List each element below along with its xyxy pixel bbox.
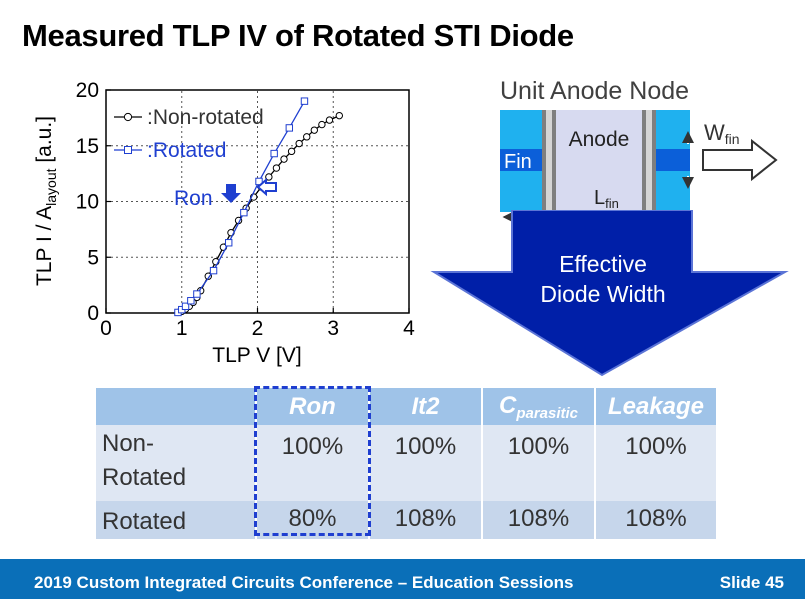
effective-width-arrow bbox=[430, 210, 789, 377]
y-tick-label: 20 bbox=[76, 79, 99, 102]
data-point-rotated bbox=[300, 97, 309, 105]
arrow-text-line2: Diode Width bbox=[540, 281, 666, 307]
chart-ticks: 0 5 10 15 20 0 1 2 3 4 bbox=[76, 79, 416, 340]
data-point-rotated bbox=[225, 239, 233, 247]
data-point-rotated bbox=[187, 297, 195, 305]
data-point-non-rotated bbox=[303, 133, 311, 141]
y-tick-label: 15 bbox=[76, 135, 99, 158]
data-point-rotated bbox=[255, 177, 263, 186]
legend-label-non-rotated: :Non-rotated bbox=[147, 106, 264, 129]
x-axis-label: TLP V [V] bbox=[212, 344, 302, 367]
ron-highlight-box bbox=[254, 386, 371, 536]
slide-title: Measured TLP IV of Rotated STI Diode bbox=[22, 18, 574, 53]
row-label-rotated: Rotated bbox=[96, 501, 257, 539]
cell-ron: 80% bbox=[256, 501, 370, 539]
ron-label: Ron bbox=[174, 187, 213, 210]
chart-legend: :Non-rotated :Rotated bbox=[114, 106, 264, 162]
data-point-rotated bbox=[240, 208, 248, 217]
y-tick-label: 10 bbox=[76, 191, 99, 214]
data-point-non-rotated bbox=[265, 173, 273, 181]
down-arrow-shape bbox=[430, 210, 789, 377]
ron-annotation: Ron bbox=[174, 177, 277, 210]
data-point-rotated bbox=[193, 290, 201, 298]
data-point-non-rotated bbox=[280, 155, 288, 163]
data-point-non-rotated bbox=[335, 111, 344, 120]
chart-series bbox=[174, 97, 344, 317]
header-it2: It2 bbox=[369, 388, 483, 425]
data-point-non-rotated bbox=[204, 272, 212, 280]
header-empty bbox=[96, 388, 257, 425]
data-point-non-rotated bbox=[295, 139, 303, 148]
data-point-non-rotated bbox=[272, 164, 281, 172]
ron-left-arrow-icon bbox=[256, 177, 277, 197]
legend-label-rotated: :Rotated bbox=[147, 139, 226, 162]
fin-diagram: Anode Lfin Fin Wfin bbox=[500, 110, 778, 222]
x-tick-label: 0 bbox=[100, 317, 112, 340]
slide-number: Slide 45 bbox=[719, 573, 784, 592]
y-tick-label: 0 bbox=[87, 302, 99, 325]
legend-marker-rotated bbox=[124, 146, 132, 154]
wfin-label: Wfin bbox=[704, 120, 740, 147]
cell-cparasitic: 100% bbox=[482, 425, 596, 501]
cell-cparasitic: 108% bbox=[482, 501, 596, 539]
diagram-title: Unit Anode Node bbox=[500, 77, 690, 105]
header-cparasitic: Cparasitic bbox=[482, 388, 596, 425]
fin-label: Fin bbox=[504, 151, 532, 173]
right-gate-inner bbox=[646, 110, 652, 212]
table-header-row: Ron It2 Cparasitic Leakage bbox=[96, 388, 718, 425]
cell-it2: 108% bbox=[369, 501, 483, 539]
x-tick-label: 4 bbox=[403, 317, 415, 340]
header-ron: Ron bbox=[256, 388, 370, 425]
data-point-non-rotated bbox=[287, 147, 296, 156]
data-point-rotated bbox=[181, 302, 190, 311]
legend-marker-non-rotated bbox=[123, 112, 133, 122]
row-label-non-rotated: Non-Rotated bbox=[96, 425, 257, 501]
x-tick-label: 3 bbox=[327, 317, 339, 340]
data-point-rotated bbox=[209, 266, 218, 275]
anode-region bbox=[556, 110, 642, 212]
header-leakage: Leakage bbox=[595, 388, 718, 425]
x-tick-label: 2 bbox=[252, 317, 264, 340]
footer-bar: 2019 Custom Integrated Circuits Conferen… bbox=[0, 559, 805, 599]
data-point-non-rotated bbox=[318, 120, 326, 129]
x-tick-label: 1 bbox=[176, 317, 188, 340]
data-point-non-rotated bbox=[325, 116, 334, 124]
table-row: Rotated 80% 108% 108% 108% bbox=[96, 501, 718, 539]
cell-leakage: 108% bbox=[595, 501, 718, 539]
y-axis-label: TLP I / Alayout [a.u.] bbox=[33, 116, 59, 286]
cell-it2: 100% bbox=[369, 425, 483, 501]
left-gate-inner bbox=[546, 110, 552, 212]
right-outline-arrow-icon bbox=[702, 138, 778, 182]
y-tick-label: 5 bbox=[87, 246, 99, 269]
ron-down-arrow-icon bbox=[221, 184, 241, 203]
cell-ron: 100% bbox=[256, 425, 370, 501]
data-point-rotated bbox=[270, 149, 278, 158]
anode-label: Anode bbox=[569, 128, 630, 151]
table-row: Non-Rotated 100% 100% 100% 100% bbox=[96, 425, 718, 501]
data-point-non-rotated bbox=[310, 126, 319, 134]
arrow-text-line1: Effective bbox=[559, 251, 647, 277]
results-table: Ron It2 Cparasitic Leakage Non-Rotated 1… bbox=[96, 388, 718, 539]
chart-grid bbox=[106, 90, 409, 313]
lfin-label: Lfin bbox=[594, 187, 619, 211]
footer-text: 2019 Custom Integrated Circuits Conferen… bbox=[34, 573, 574, 592]
cell-leakage: 100% bbox=[595, 425, 718, 501]
data-point-rotated bbox=[285, 124, 294, 132]
